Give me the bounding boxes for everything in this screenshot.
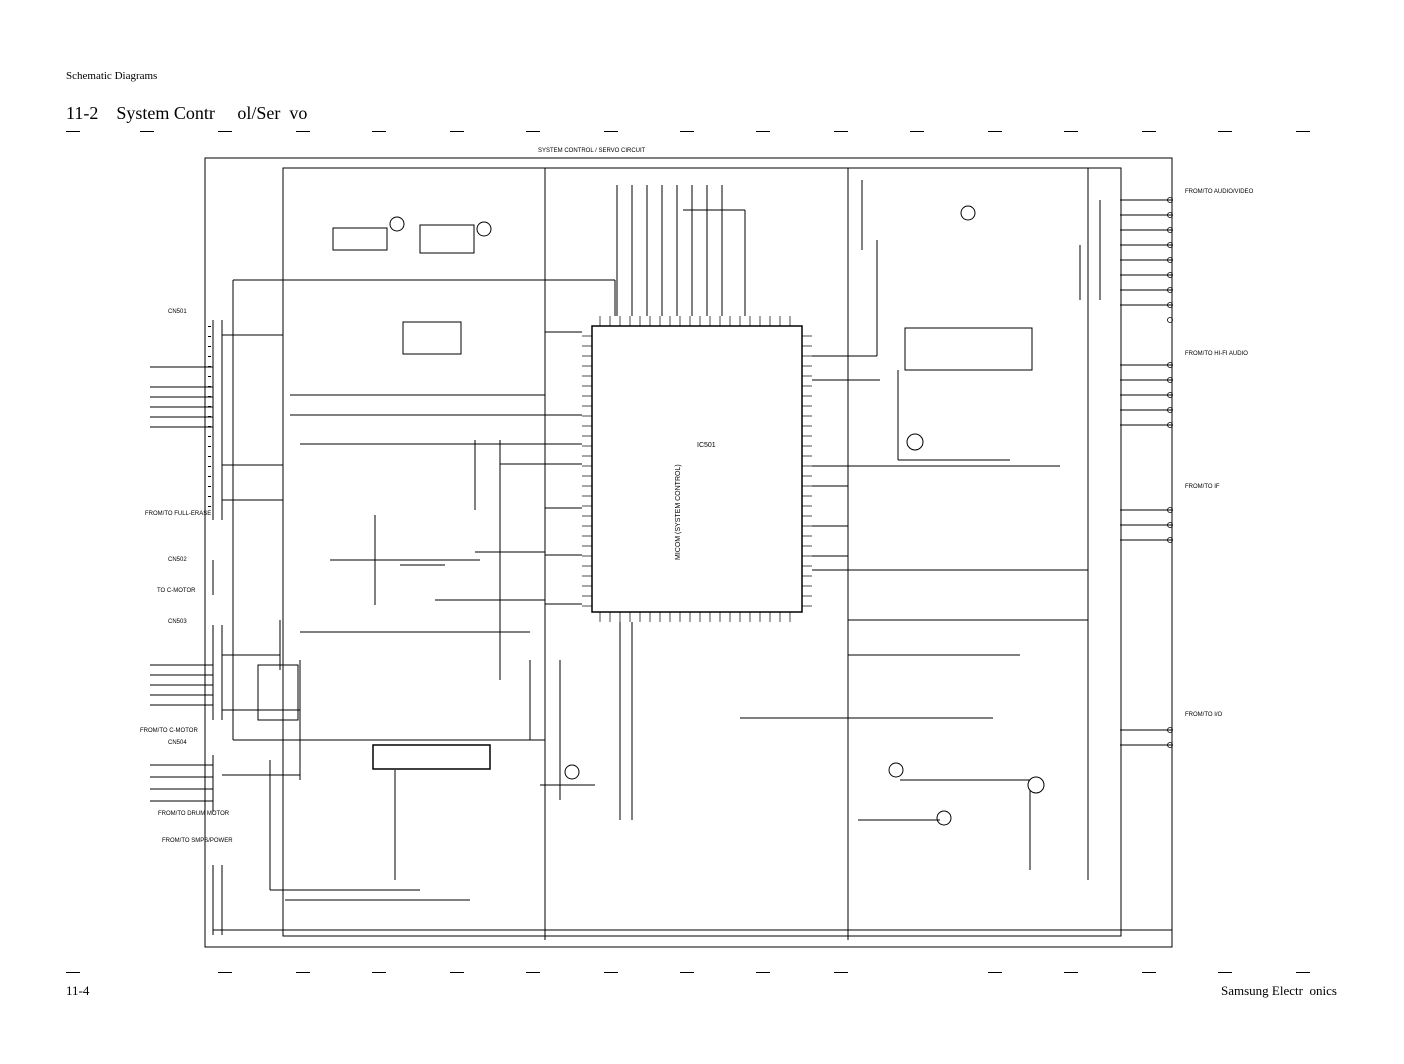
fromto-drum-label: FROM/TO DRUM MOTOR bbox=[158, 811, 230, 817]
cn502-title: CN502 bbox=[168, 557, 187, 563]
schematic-top-caption: SYSTEM CONTROL / SERVO CIRCUIT bbox=[538, 148, 646, 154]
fromto-fullerase-label: FROM/TO FULL-ERASE bbox=[145, 511, 211, 517]
cn504-title: CN504 bbox=[168, 740, 187, 746]
cn501-title: CN501 bbox=[168, 309, 187, 315]
fromto-smps-label: FROM/TO SMPS/POWER bbox=[162, 838, 233, 844]
fromto-hifi-label: FROM/TO HI-FI AUDIO bbox=[1185, 351, 1248, 357]
regulator-ic bbox=[402, 321, 462, 355]
fromto-if-label: FROM/TO IF bbox=[1185, 484, 1220, 490]
main-ic-label: IC501 bbox=[697, 442, 716, 449]
to-capstan-label: TO C-MOTOR bbox=[157, 588, 196, 594]
fromto-cmotor-label: FROM/TO C-MOTOR bbox=[140, 728, 198, 734]
cn503-title: CN503 bbox=[168, 619, 187, 625]
company-name: Samsung Electr onics bbox=[1221, 983, 1337, 998]
fromto-av-label: FROM/TO AUDIO/VIDEO bbox=[1185, 189, 1254, 195]
page-title: 11-2 System Contr ol/Ser vo bbox=[66, 103, 308, 123]
section-label: Schematic Diagrams bbox=[66, 70, 158, 82]
main-ic-body bbox=[591, 325, 803, 613]
schematic-frame bbox=[204, 157, 1173, 948]
driver-ic bbox=[372, 744, 491, 770]
page-number: 11-4 bbox=[66, 983, 90, 998]
main-ic-part: MICOM (SYSTEM CONTROL) bbox=[675, 464, 682, 560]
fromto-io-label: FROM/TO I/O bbox=[1185, 712, 1223, 718]
